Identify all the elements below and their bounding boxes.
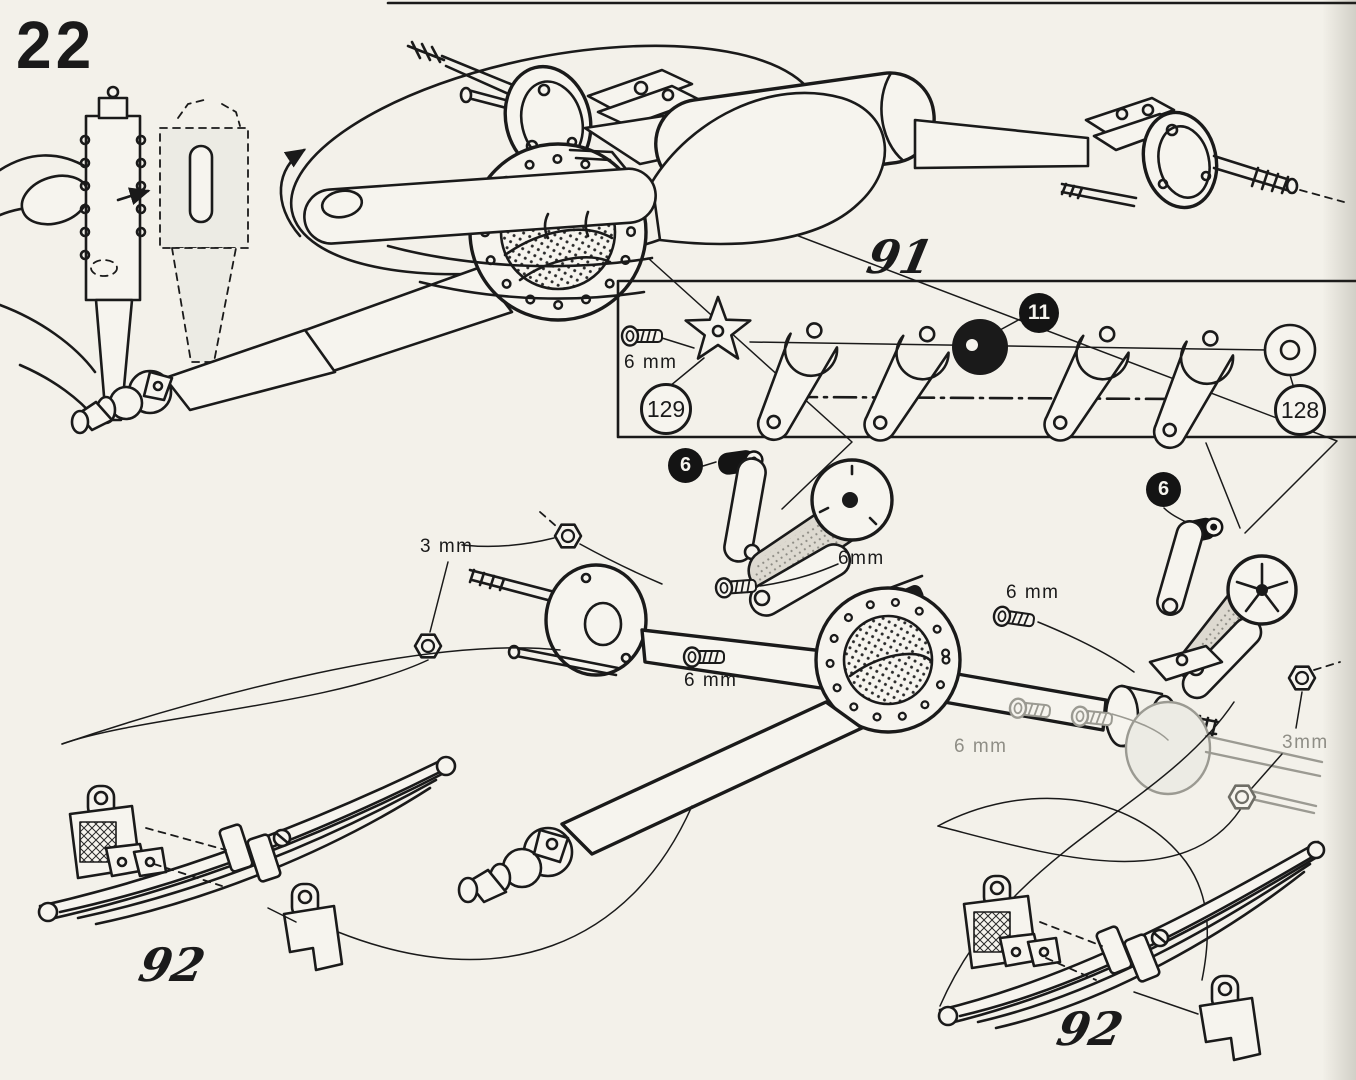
spring-shackle-right xyxy=(1198,974,1262,1062)
measurement-6mm-ghost: 6 mm xyxy=(954,736,1008,757)
nut-3mm-top xyxy=(553,523,583,549)
fasteners xyxy=(413,511,1341,810)
rubber-grommet-part xyxy=(952,317,1023,375)
part-callout-128: 128 xyxy=(1274,384,1326,436)
measurement-6mm-right: 6 mm xyxy=(1006,582,1060,603)
figure-label-92-left: 92 xyxy=(134,938,210,992)
pointing-hand-illustration xyxy=(303,91,887,300)
main-axle-assembly xyxy=(457,563,1324,904)
measurement-3mm-left: 3 mm xyxy=(420,536,474,557)
spring-hanger-bracket-left xyxy=(68,784,168,880)
measurement-6mm-center-shock: 6mm xyxy=(838,548,885,569)
part-badge-6-right: 6 xyxy=(1146,472,1181,507)
screw-6mm-axle xyxy=(682,646,726,668)
leader-curves xyxy=(61,647,1241,1007)
rotate-arrow xyxy=(279,148,307,238)
step-number: 22 xyxy=(16,7,96,83)
screw-6mm-tray xyxy=(620,325,664,347)
parts-tray xyxy=(616,279,1356,450)
hands-differential-illustration xyxy=(0,85,307,422)
screw-6mm-right xyxy=(991,604,1037,632)
measurement-6mm-center-axle: 6 mm xyxy=(684,670,738,691)
measurement-3mm-ghost: 3mm xyxy=(1282,732,1329,753)
measurement-6mm-tray: 6 mm xyxy=(624,352,678,373)
leaf-spring-right xyxy=(937,840,1326,1062)
washer-part xyxy=(1263,323,1317,386)
figure-label-91: 91 xyxy=(862,230,938,284)
star-wheel-boss xyxy=(1235,562,1289,613)
figure-label-92-right: 92 xyxy=(1052,1002,1128,1056)
nut-3mm-right-bottom xyxy=(1227,784,1257,810)
leaf-spring-left xyxy=(37,755,457,972)
insert-arrow xyxy=(116,187,151,205)
part-callout-129: 129 xyxy=(640,383,692,435)
part-badge-11: 11 xyxy=(1019,293,1059,333)
star-washer-part xyxy=(684,295,752,360)
shock-link-center xyxy=(702,446,894,617)
nut-3mm-right-top xyxy=(1287,665,1317,691)
crank-arm-parts xyxy=(749,322,1269,450)
part-badge-6-center: 6 xyxy=(668,448,703,483)
spring-shackle-left xyxy=(282,882,344,972)
spring-hanger-bracket-right xyxy=(962,874,1062,970)
